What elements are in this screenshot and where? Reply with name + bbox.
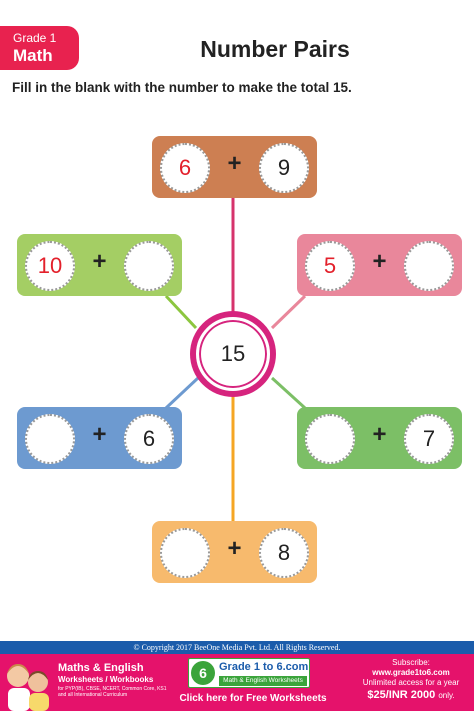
pair-top-right-number: 9 bbox=[259, 143, 309, 193]
logo-mark: 6 bbox=[191, 661, 215, 685]
pair-lower-left-number: 6 bbox=[124, 414, 174, 464]
subscribe-label: Subscribe: bbox=[392, 658, 430, 667]
free-worksheets-link[interactable]: Click here for Free Worksheets bbox=[179, 693, 327, 704]
price-suffix: only. bbox=[438, 691, 455, 700]
total-circle: 15 bbox=[190, 311, 276, 397]
subscribe-info: Subscribe: www.grade1to6.com Unlimited a… bbox=[356, 658, 466, 701]
answer-blank[interactable] bbox=[404, 241, 454, 291]
price-value: $25/INR 2000 bbox=[367, 689, 436, 701]
instruction-text: Fill in the blank with the number to mak… bbox=[12, 80, 352, 95]
access-text: Unlimited access for a year bbox=[362, 678, 460, 687]
pair-card-lower-right: + 7 bbox=[297, 407, 462, 469]
site-logo[interactable]: 6 Grade 1 to 6.com Math & English Worksh… bbox=[188, 658, 310, 688]
footer-left-text: Maths & English Worksheets / Workbooks f… bbox=[58, 662, 168, 698]
connector-upper-left bbox=[164, 294, 198, 330]
total-value: 15 bbox=[196, 317, 270, 391]
pair-lower-right-number: 7 bbox=[404, 414, 454, 464]
plus-sign: + bbox=[372, 421, 387, 448]
connector-lower-right bbox=[270, 376, 307, 410]
connector-upper-right bbox=[270, 294, 307, 330]
copyright-bar: © Copyright 2017 BeeOne Media Pvt. Ltd. … bbox=[0, 641, 474, 654]
page-title: Number Pairs bbox=[200, 36, 350, 62]
pair-top-left-number: 6 bbox=[160, 143, 210, 193]
connector-lower-left bbox=[164, 376, 200, 410]
site-url[interactable]: www.grade1to6.com bbox=[372, 668, 450, 677]
plus-sign: + bbox=[92, 421, 107, 448]
plus-sign: + bbox=[92, 248, 107, 275]
footer-left-title: Maths & English bbox=[58, 662, 144, 674]
grade-badge: Grade 1 Math bbox=[0, 26, 79, 70]
answer-blank[interactable] bbox=[124, 241, 174, 291]
pair-card-top: 6 + 9 bbox=[152, 136, 317, 198]
subject-label: Math bbox=[13, 46, 53, 65]
pair-card-upper-right: 5 + bbox=[297, 234, 462, 296]
plus-sign: + bbox=[227, 150, 242, 177]
pair-upper-left-number: 10 bbox=[25, 241, 75, 291]
logo-name: Grade 1 to 6.com bbox=[219, 661, 309, 673]
answer-blank[interactable] bbox=[305, 414, 355, 464]
pair-card-upper-left: 10 + bbox=[17, 234, 182, 296]
footer-banner[interactable]: Maths & English Worksheets / Workbooks f… bbox=[0, 654, 474, 711]
pair-bottom-number: 8 bbox=[259, 528, 309, 578]
pair-card-lower-left: + 6 bbox=[17, 407, 182, 469]
plus-sign: + bbox=[227, 535, 242, 562]
pair-card-bottom: + 8 bbox=[152, 521, 317, 583]
answer-blank[interactable] bbox=[160, 528, 210, 578]
pair-upper-right-number: 5 bbox=[305, 241, 355, 291]
grade-label: Grade 1 bbox=[13, 31, 57, 45]
footer-left-subtitle: Worksheets / Workbooks bbox=[58, 675, 154, 684]
plus-sign: + bbox=[372, 248, 387, 275]
logo-tagline: Math & English Worksheets bbox=[219, 676, 307, 686]
price-text: $25/INR 2000 only. bbox=[356, 689, 466, 701]
children-photo-icon bbox=[7, 664, 49, 711]
footer-left-curricula: for PYP(IB), CBSE, NCERT, Common Core, K… bbox=[58, 686, 167, 698]
answer-blank[interactable] bbox=[25, 414, 75, 464]
